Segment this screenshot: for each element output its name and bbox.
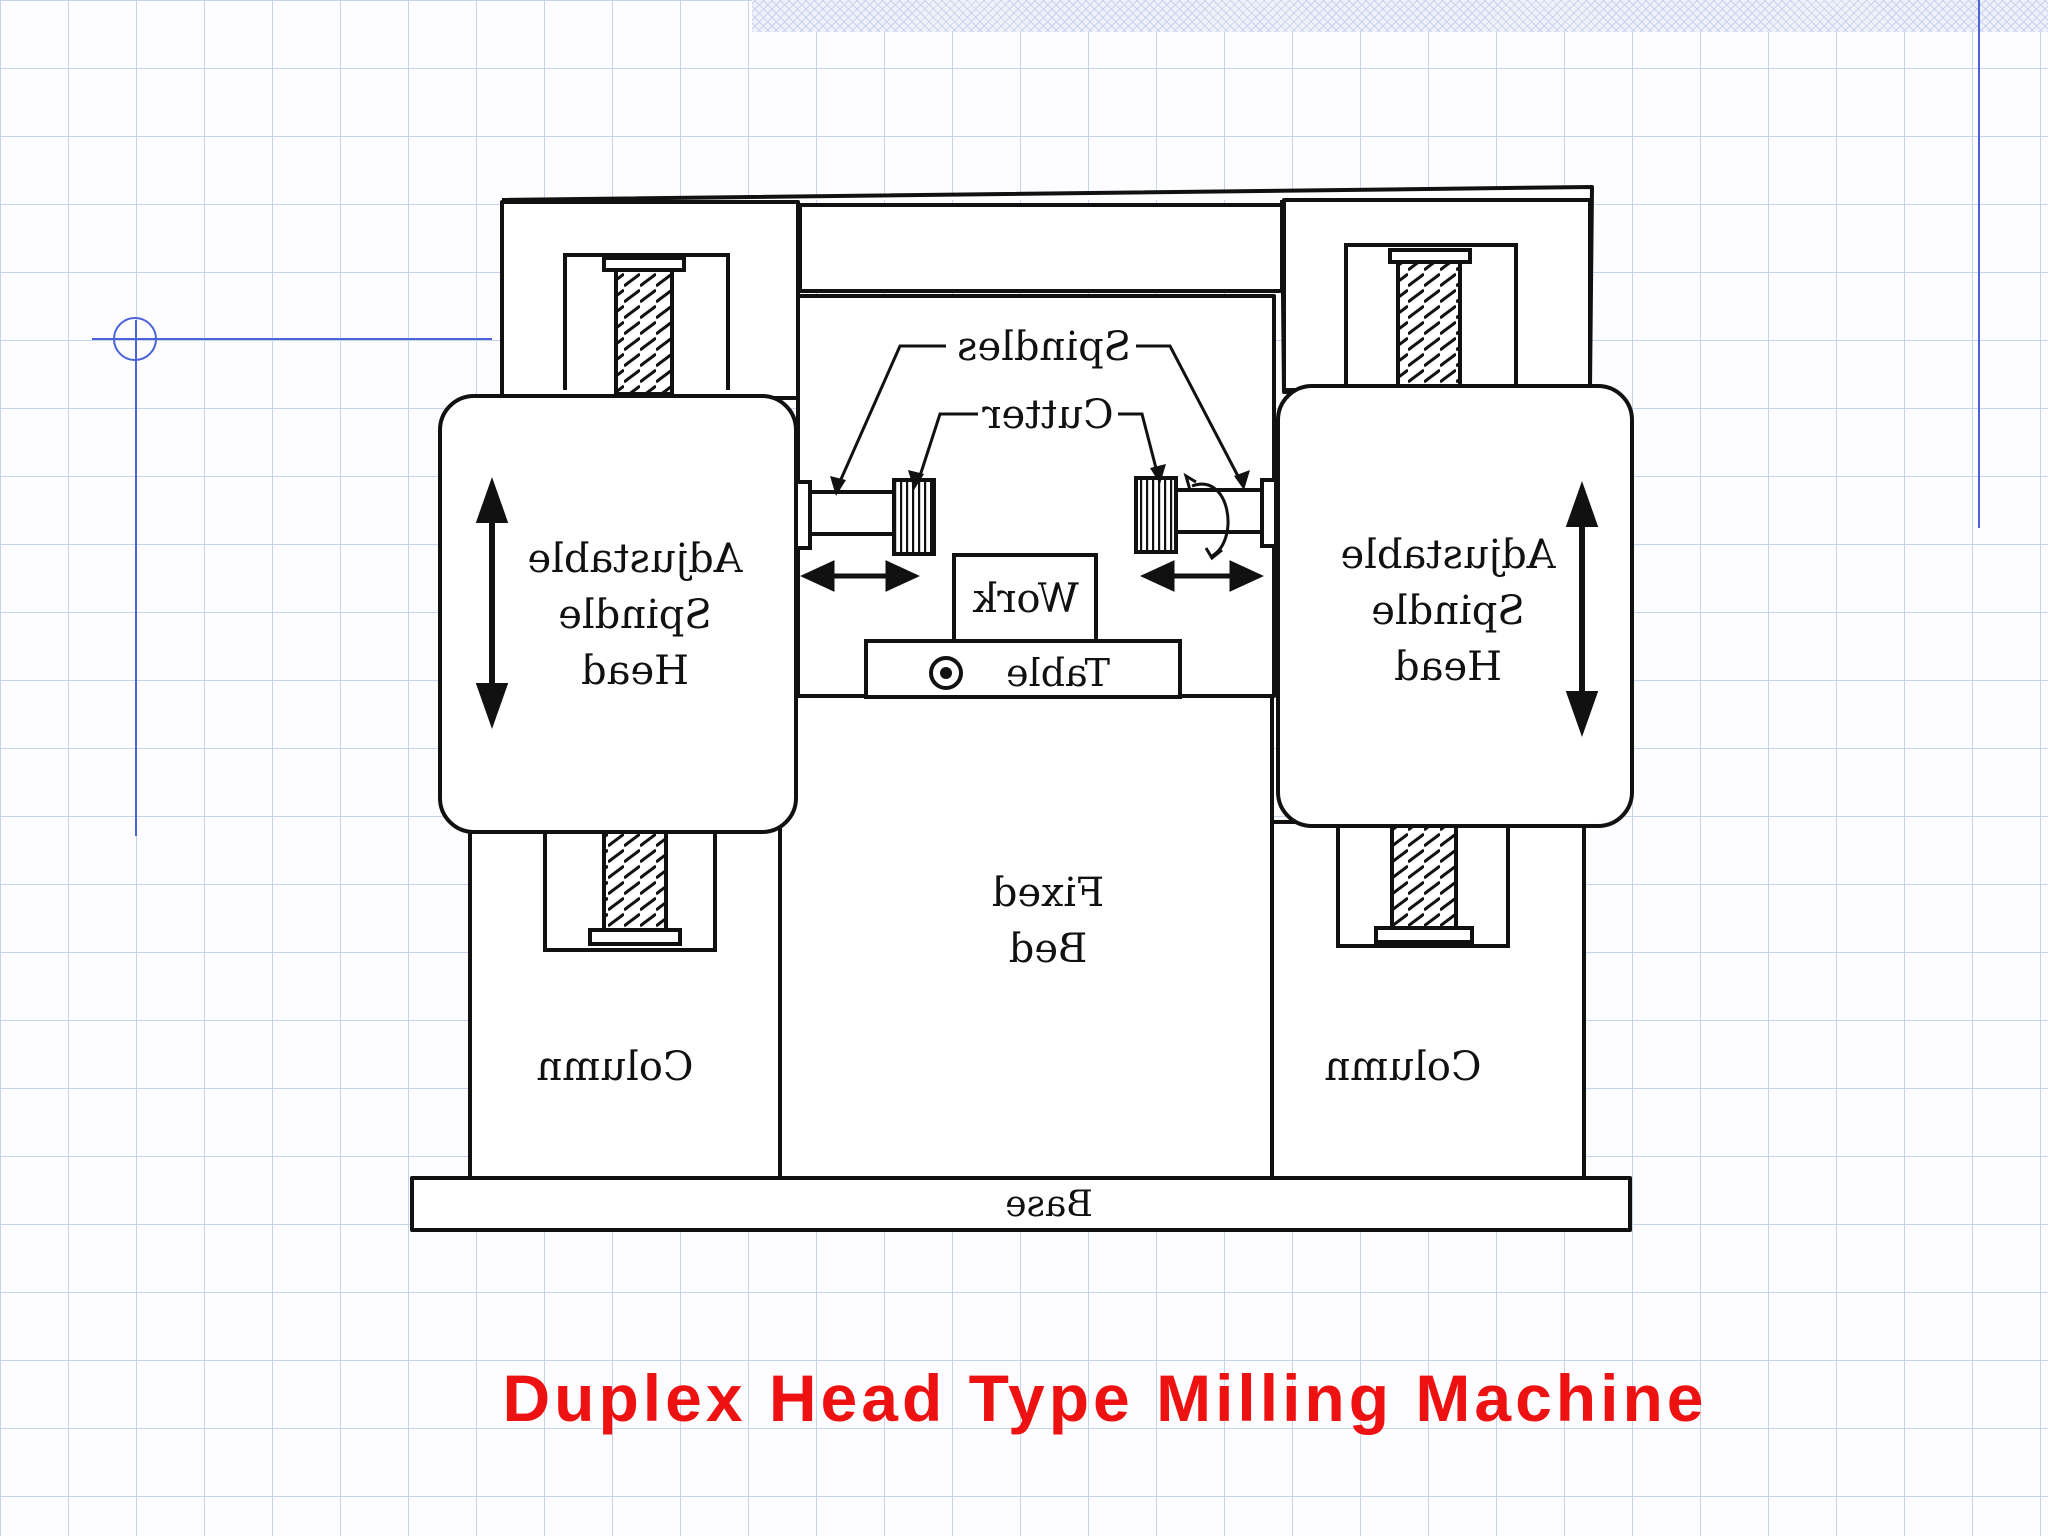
overarm-crossbar [798,203,1284,293]
rotation-arrow [1183,472,1230,561]
left-column-label: Column [537,1044,694,1090]
left-upper-screw [563,253,730,396]
base-label: Base [1005,1184,1093,1225]
left-spindle-travel-arrow [800,560,920,592]
register-mark-circle [113,317,157,361]
right-cutter-arrowhead [1150,464,1166,484]
right-spindle-head [1276,384,1634,828]
leader-lines [836,344,1242,487]
guide-line-horizontal [92,338,492,340]
base [410,1176,1632,1232]
right-head-label-line-2: Spindle [1371,588,1525,634]
workpiece [952,553,1098,643]
right-column-label: Column [1325,1044,1482,1090]
right-head-label-line-3: Head [1394,644,1502,690]
fixed-bed-label: Fixed Bed [992,870,1104,972]
fixed-bed-label-line-1: Fixed [992,870,1104,916]
left-head-vertical-arrow [475,476,509,730]
right-head-label: Adjustable Spindle Head [1340,532,1556,690]
right-spindle [1174,478,1278,548]
guide-line-vertical-left [135,320,137,836]
right-spindle-arrowhead [1234,470,1250,490]
machine-table [864,639,1182,699]
left-head-label-line-2: Spindle [558,592,712,638]
left-cutter [892,478,936,556]
right-cutter [1134,476,1178,554]
left-spindle [794,480,896,550]
guide-line-vertical-right [1978,0,1980,528]
spindles-label: Spindles [957,324,1131,370]
right-upper-screw [1344,243,1518,392]
left-spindle-arrowhead [830,476,846,496]
cutter-label: Cutter [981,392,1113,438]
right-spindle-travel-arrow [1140,560,1264,592]
left-spindle-head [438,394,798,834]
diagram-caption: Duplex Head Type Milling Machine [502,1361,1708,1435]
work-label: Work [972,576,1079,622]
right-head-vertical-arrow [1565,480,1599,738]
left-lower-screw [543,824,717,952]
fixed-bed-label-line-2: Bed [1009,926,1088,972]
right-head-label-line-1: Adjustable [1340,532,1556,578]
top-hatch-band [752,0,2048,32]
table-label: Table [1006,651,1110,695]
table-feed-knob-center [940,667,952,679]
left-cutter-arrowhead [908,470,924,490]
left-head-label-line-1: Adjustable [527,536,743,582]
left-head-label-line-3: Head [581,648,689,694]
left-head-label: Adjustable Spindle Head [527,536,743,694]
